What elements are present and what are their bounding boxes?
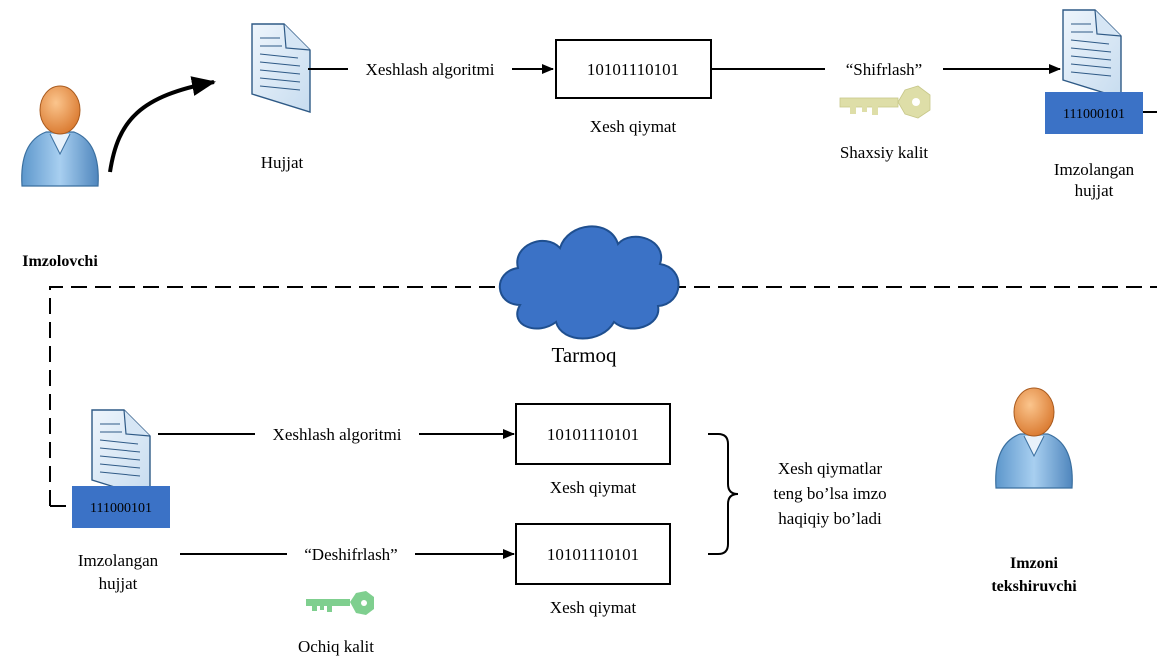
signer-to-document-arrow xyxy=(108,76,216,173)
signed-code-top: 111000101 xyxy=(1063,107,1125,122)
hash-algo-label-top: Xeshlash algoritmi xyxy=(366,60,495,79)
signer-person-icon xyxy=(21,85,99,187)
cloud-icon xyxy=(498,225,680,340)
label-bg xyxy=(348,58,512,80)
hash-value-bottom-1: 10101110101 xyxy=(547,425,639,444)
signed-code-badge-top xyxy=(1045,92,1143,134)
verifier-label-2: tekshiruvchi xyxy=(991,578,1077,595)
signed-document-icon-bottom xyxy=(91,409,151,499)
label-bg xyxy=(287,543,415,565)
document-icon xyxy=(251,23,311,113)
signer-label: Imzolovchi xyxy=(22,253,98,270)
result-text-1: Xesh qiymatlar xyxy=(778,459,883,478)
signed-doc-label-bottom-1: Imzolangan xyxy=(78,551,159,570)
signed-code-bottom: 111000101 xyxy=(90,501,152,516)
private-key-icon xyxy=(839,85,931,119)
signed-document-icon-top xyxy=(1062,9,1122,99)
encrypt-label: “Shifrlash” xyxy=(846,60,922,79)
network-label: Tarmoq xyxy=(551,343,617,367)
result-text-3: haqiqiy bo’ladi xyxy=(778,509,882,528)
verifier-person-icon xyxy=(995,387,1073,489)
hash-value-box-bottom-1 xyxy=(515,403,671,465)
hash-value-bottom-2: 10101110101 xyxy=(547,545,639,564)
hash-caption-top: Xesh qiymat xyxy=(590,117,677,136)
signed-code-badge-bottom xyxy=(72,486,170,528)
label-bg xyxy=(255,423,419,445)
label-bg xyxy=(825,58,943,80)
public-key-icon xyxy=(306,591,374,615)
document-label: Hujjat xyxy=(261,153,304,172)
hash-value-box-bottom-2 xyxy=(515,523,671,585)
network-dashed-line-left xyxy=(49,286,498,506)
hash-caption-bottom-2: Xesh qiymat xyxy=(550,598,637,617)
hash-value-top: 10101110101 xyxy=(587,60,679,79)
signed-doc-label-top-1: Imzolangan xyxy=(1054,160,1135,179)
hash-caption-bottom-1: Xesh qiymat xyxy=(550,478,637,497)
signed-doc-label-bottom-2: hujjat xyxy=(99,574,138,593)
result-text-2: teng bo’lsa imzo xyxy=(773,484,886,503)
public-key-label: Ochiq kalit xyxy=(298,637,374,656)
comparison-brace xyxy=(708,433,739,555)
private-key-label: Shaxsiy kalit xyxy=(840,143,929,162)
signed-doc-label-top-2: hujjat xyxy=(1075,181,1114,200)
hash-algo-label-bottom: Xeshlash algoritmi xyxy=(273,425,402,444)
verifier-label-1: Imzoni xyxy=(1010,555,1059,572)
decrypt-label: “Deshifrlash” xyxy=(304,545,397,564)
